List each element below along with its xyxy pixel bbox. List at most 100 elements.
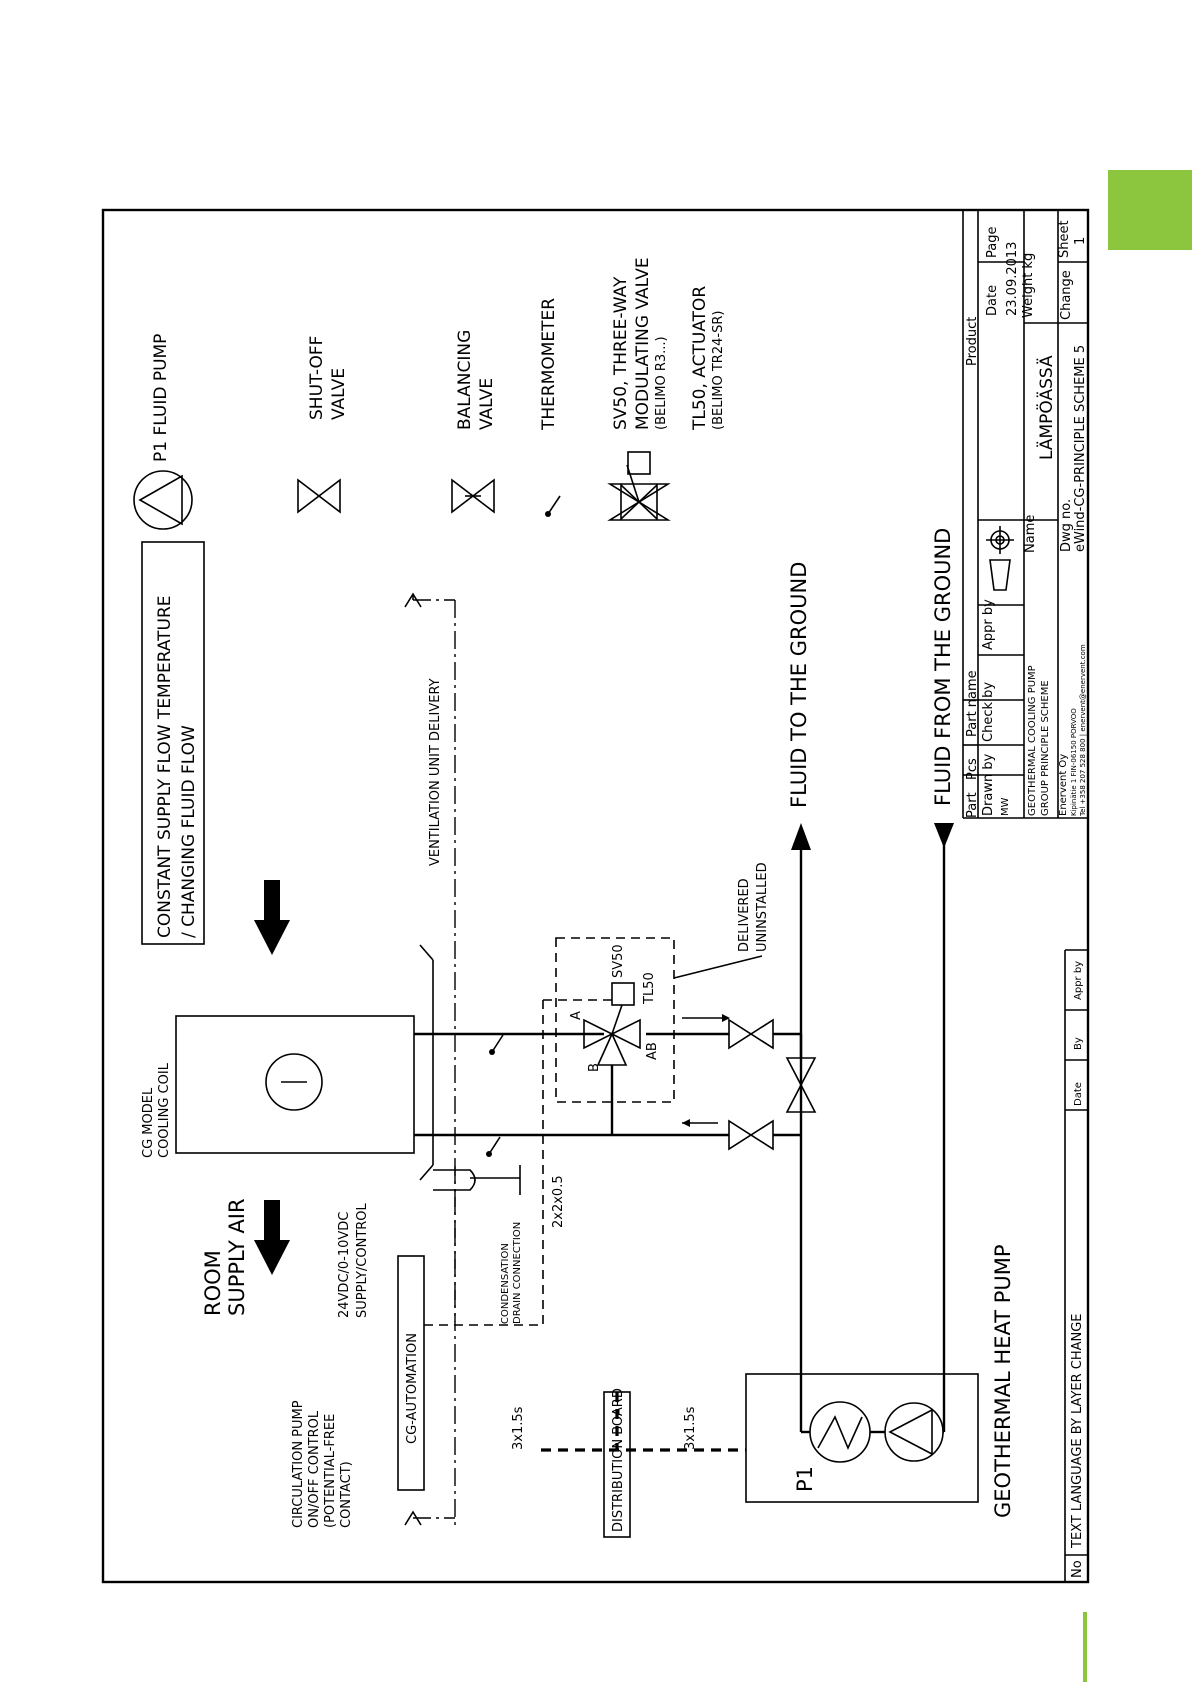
tb-dwg-value: eWind-CG-PRINCIPLE SCHEME 5 [1073,345,1088,552]
tb-company-2: Kipinätie 1 FIN-06150 PORVOO [1070,708,1078,816]
rev-by: By [1073,1037,1084,1050]
tb-date-value: 23.09.2013 [1005,242,1020,316]
cg-model-1: CG MODEL [141,1087,156,1158]
tb-part: Part [965,792,980,818]
shut-off-valve-icon [728,1018,774,1050]
heat-pump-box [745,1373,979,1503]
circ-pump-4: CONTACT) [339,1461,354,1528]
constant-supply-box [141,541,205,945]
tb-change: Change [1059,270,1074,320]
balancing-valve-icon [451,478,495,514]
cg-automation-box [397,1255,425,1491]
tb-pcs: Pcs [965,758,980,780]
thermometer-icon [488,1136,501,1155]
delivered-label-2: UNINSTALLED [755,862,770,952]
cooling-coil-box [175,1015,415,1154]
tb-title-1: GEOTHERMAL COOLING PUMP [1027,665,1038,816]
p1-label: P1 [793,1466,817,1492]
shut-off-valve-icon [297,478,341,514]
rev-appr-by: Appr by [1073,961,1084,1000]
cg-model-2: COOLING COIL [157,1062,172,1158]
port-b-label: B [587,1063,602,1072]
tb-appr-by: Appr by [981,599,996,650]
pump-symbol-icon [133,470,193,530]
air-flow-arrow-icon [254,880,290,955]
constant-supply-2: / CHANGING FLUID FLOW [179,725,199,938]
tb-drawn-value: MW [1000,797,1011,816]
tb-drawn-by: Drawn by [981,753,996,816]
thermometer-icon [489,1049,495,1055]
flow-arrow-icon [791,823,811,850]
port-ab-label: AB [645,1042,660,1060]
thermometer-icon [545,495,561,517]
sv50-desc-3: (BELIMO R3...) [654,336,669,430]
balancing-label-1: BALANCING [455,330,475,430]
tb-check-by: Check by [981,682,996,742]
three-way-valve-icon [607,451,671,521]
tl50-label: TL50 [642,972,657,1005]
tb-date-label: Date [985,285,1000,316]
geothermal-heat-pump-label: GEOTHERMAL HEAT PUMP [991,1244,1015,1518]
thermometer-label: THERMOMETER [539,298,559,431]
projection-symbol-icon [986,526,1014,591]
sv50-valve-icon [583,982,641,1066]
cable-2x2-label: 2x2x0.5 [551,1175,566,1228]
constant-supply-1: CONSTANT SUPPLY FLOW TEMPERATURE [155,595,175,938]
drawing-frame [101,208,1090,1584]
flow-arrow-icon [934,823,954,848]
port-a-label: A [569,1011,584,1020]
circ-pump-1: CIRCULATION PUMP [291,1400,306,1528]
leader-line [673,955,763,979]
delivered-label-1: DELIVERED [737,878,752,952]
thermometer-icon [491,1034,504,1053]
fluid-to-ground-label: FLUID TO THE GROUND [787,562,811,808]
green-line [1083,1612,1087,1682]
rev-date: Date [1073,1082,1084,1106]
condensation-2: DRAIN CONNECTION [512,1222,523,1324]
ventilation-unit-label: VENTILATION UNIT DELIVERY [428,678,443,866]
tb-title-2: GROUP PRINCIPLE SCHEME [1040,680,1051,816]
tb-company-3: Tel +358 207 528 800 | enervent@enervent… [1079,644,1087,817]
circ-pump-3: (POTENTIAL-FREE [323,1414,338,1528]
p1-fluid-pump-label: P1 FLUID PUMP [151,334,171,462]
balancing-label-2: VALVE [477,378,497,430]
heat-exchanger-icon [809,1401,871,1463]
cg-automation-label: CG-AUTOMATION [405,1333,420,1444]
shut-off-valve-icon [728,1119,774,1151]
air-flow-arrow-icon [254,1200,290,1275]
rev-text: TEXT LANGUAGE BY LAYER CHANGE [1070,1313,1085,1549]
tb-weight: Weight kg [1021,253,1036,318]
tb-page: Page [985,227,1000,258]
shut-off-label-1: SHUT-OFF [307,336,327,420]
delivered-boundary [555,937,675,1103]
supply-control-2: SUPPLY/CONTROL [355,1202,370,1318]
shut-off-label-2: VALVE [329,368,349,420]
sv50-label: SV50 [611,944,626,978]
tb-company-1: Enervent Oy [1058,754,1069,816]
coil-fan-icon [265,1053,323,1111]
condensation-drain [433,1169,476,1191]
tb-part-name: Part name [965,670,980,737]
condensation-1: CONDENSATION [500,1243,511,1324]
balancing-valve-icon [785,1057,817,1113]
heat-pump-icon [884,1402,944,1462]
room-supply-2: SUPPLY AIR [225,1198,249,1316]
circ-pump-2: ON/OFF CONTROL [307,1410,322,1528]
fluid-from-ground-label: FLUID FROM THE GROUND [931,528,955,806]
tb-dwg-label: Dwg no. [1059,499,1074,552]
tb-name-label: Name [1023,515,1038,553]
tb-product: Product [965,317,980,366]
green-tab [1108,170,1192,250]
duct-line [419,944,434,961]
sv50-desc-2: MODULATING VALVE [633,257,653,430]
tb-name-value: LÄMPÖÄSSÄ [1035,355,1057,460]
tb-sheet-label: Sheet [1057,220,1072,258]
thermometer-icon [486,1151,492,1157]
tl50-desc-2: (BELIMO TR24-SR) [711,311,726,430]
tb-sheet-value: 1 [1073,237,1088,245]
cable-3x15-b: 3x1.5s [683,1406,698,1450]
distribution-board-label: DISTRIBUTION BOARD [611,1388,626,1532]
title-block [962,210,1088,819]
rev-no: No [1070,1560,1085,1578]
